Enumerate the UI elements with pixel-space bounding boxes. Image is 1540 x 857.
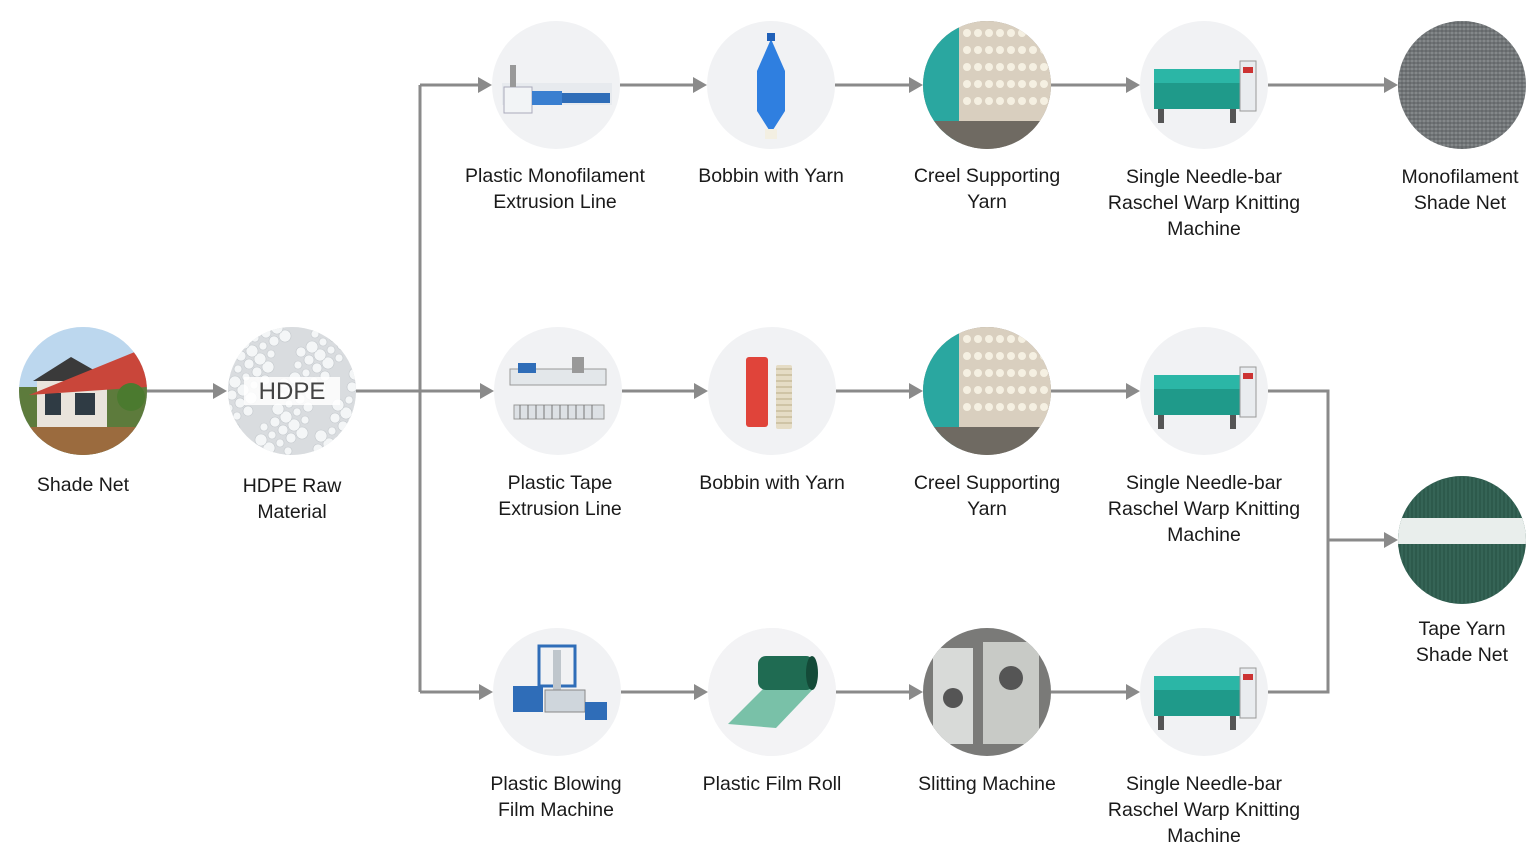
node-label-tape-bobbin: Bobbin with Yarn bbox=[699, 472, 845, 494]
node-film-knit bbox=[1140, 628, 1268, 756]
red-and-beige-bobbins-icon bbox=[746, 357, 792, 429]
arrow-tape-bobbin-to-creel-head bbox=[909, 383, 923, 399]
arrow-hdpe-to-tape-extrusion-head bbox=[480, 383, 494, 399]
node-tape-bobbin bbox=[708, 327, 836, 455]
node-label-mono-bobbin: Bobbin with Yarn bbox=[698, 165, 844, 187]
house-with-red-shade-sail-icon bbox=[19, 327, 147, 455]
arrow-film-roll-to-slitting-head bbox=[909, 684, 923, 700]
node-film-roll bbox=[708, 628, 836, 756]
knitting-machine-icon bbox=[1154, 667, 1257, 730]
arrow-hdpe-to-film-blowing-head bbox=[479, 684, 493, 700]
arrow-mono-extrusion-to-bobbin-head bbox=[693, 77, 707, 93]
blown-film-tower-icon bbox=[513, 644, 607, 720]
node-label-shade-net: Shade Net bbox=[36, 474, 130, 496]
node-label-tape-knit: Single Needle-bar Raschel Warp Knitting … bbox=[1107, 472, 1301, 546]
slitting-machine-icon bbox=[923, 628, 1051, 756]
tape-extrusion-line-icon bbox=[509, 357, 607, 420]
node-tape-net bbox=[1398, 476, 1526, 604]
arrow-tape-creel-to-knit-head bbox=[1126, 383, 1140, 399]
arrow-mono-creel-to-knit-head bbox=[1126, 77, 1140, 93]
node-label-film-roll: Plastic Film Roll bbox=[702, 773, 842, 795]
node-label-tape-net: Tape Yarn Shade Net bbox=[1415, 618, 1509, 666]
node-label-film-blowing: Plastic Blowing Film Machine bbox=[490, 773, 622, 821]
node-label-mono-extrusion: Plastic Monofilament Extrusion Line bbox=[465, 165, 645, 213]
node-label-hdpe: HDPE Raw Material bbox=[242, 475, 342, 523]
grey-net-fabric-icon bbox=[1398, 21, 1526, 149]
node-tape-creel bbox=[923, 327, 1051, 455]
node-tape-extrusion bbox=[494, 327, 622, 455]
node-label-mono-creel: Creel Supporting Yarn bbox=[913, 165, 1061, 213]
arrow-mono-knit-to-net-head bbox=[1384, 77, 1398, 93]
knitting-machine-icon bbox=[1154, 366, 1257, 429]
node-label-film-knit: Single Needle-bar Raschel Warp Knitting … bbox=[1107, 773, 1301, 847]
creel-room-icon bbox=[923, 21, 1051, 149]
arrow-shade-net-to-hdpe-head bbox=[213, 383, 227, 399]
arrow-film-blowing-to-roll-head bbox=[694, 684, 708, 700]
green-film-roll-icon bbox=[708, 628, 836, 756]
arrow-slitting-to-knit-head bbox=[1126, 684, 1140, 700]
knitting-machine-icon bbox=[1154, 60, 1257, 123]
node-mono-bobbin bbox=[707, 21, 835, 149]
node-mono-extrusion bbox=[492, 21, 620, 149]
node-label-tape-extrusion: Plastic Tape Extrusion Line bbox=[498, 472, 622, 520]
arrow-mono-bobbin-to-creel-head bbox=[909, 77, 923, 93]
green-net-with-white-stripe-icon bbox=[1398, 476, 1526, 604]
node-label-mono-knit: Single Needle-bar Raschel Warp Knitting … bbox=[1107, 166, 1301, 240]
node-label-mono-net: Monofilament Shade Net bbox=[1401, 166, 1519, 214]
arrow-tape-extrusion-to-bobbin-head bbox=[694, 383, 708, 399]
node-film-blowing bbox=[493, 628, 621, 756]
node-hdpe: HDPE bbox=[228, 327, 356, 455]
node-shade-net bbox=[19, 327, 147, 455]
arrow-hdpe-to-mono-extrusion-head bbox=[478, 77, 492, 93]
blue-yarn-bobbin-icon bbox=[757, 33, 785, 139]
hdpe-image-text: HDPE bbox=[259, 378, 326, 405]
node-mono-creel bbox=[923, 21, 1051, 149]
node-label-tape-creel: Creel Supporting Yarn bbox=[913, 472, 1061, 520]
node-mono-knit bbox=[1140, 21, 1268, 149]
arrow-knit-to-tape-net-head bbox=[1384, 532, 1398, 548]
node-mono-net bbox=[1398, 21, 1526, 149]
node-slitting bbox=[923, 628, 1051, 756]
extrusion-line-icon bbox=[502, 65, 612, 114]
creel-room-icon bbox=[923, 327, 1051, 455]
hdpe-pellets-icon: HDPE bbox=[228, 327, 356, 455]
node-tape-knit bbox=[1140, 327, 1268, 455]
node-label-slitting: Slitting Machine bbox=[918, 773, 1056, 795]
